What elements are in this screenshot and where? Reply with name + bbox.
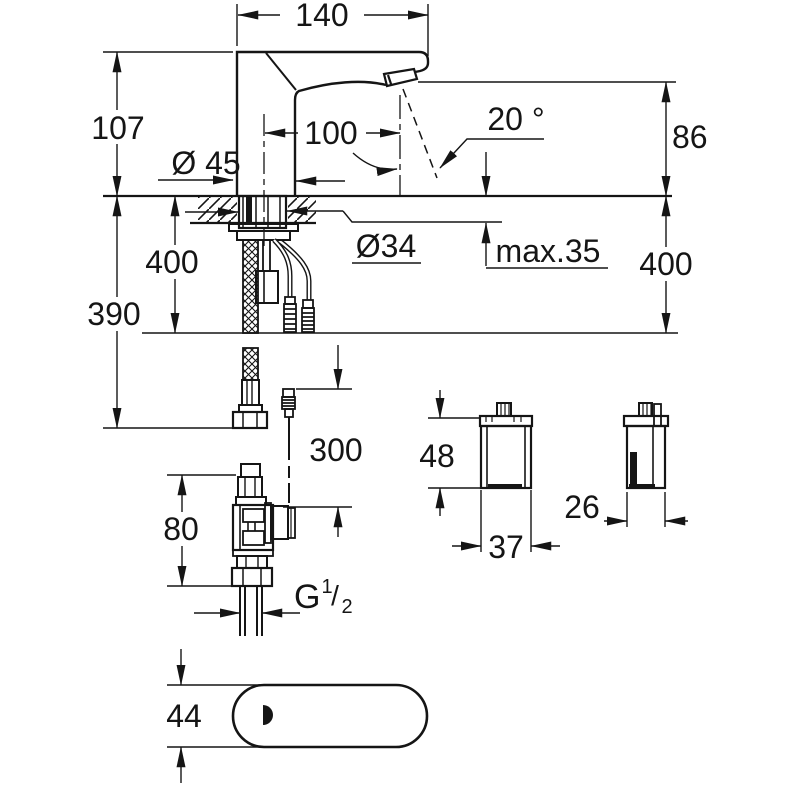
solenoid — [264, 502, 296, 544]
max-35-label: max.35 — [496, 233, 601, 269]
dim-86-label: 86 — [672, 119, 708, 155]
connector-stub-side — [638, 402, 653, 417]
dim-44-label: 44 — [166, 698, 202, 734]
dimension-annotations — [103, 4, 688, 783]
dim-dia34 — [185, 206, 502, 264]
dim-80 — [167, 474, 236, 587]
dim-max35 — [481, 152, 608, 269]
dim-48-label: 48 — [419, 438, 455, 474]
thread-slash-label: / — [331, 580, 339, 611]
cable-2-core — [280, 241, 311, 300]
dia-34-label: Ø34 — [356, 228, 416, 264]
dim-400-right-label: 400 — [639, 246, 692, 282]
inline-box — [255, 270, 279, 304]
cable-plug-right — [301, 299, 315, 333]
angle-20 — [352, 138, 544, 177]
dim-107 — [103, 51, 233, 197]
dim-390-label: 390 — [87, 296, 140, 332]
faucet-nozzle — [382, 67, 419, 88]
faucet-side-view — [235, 50, 438, 246]
dim-400-left-label: 400 — [145, 244, 198, 280]
dim-26-label: 26 — [564, 489, 600, 525]
counter-hatch-left — [198, 197, 237, 223]
thread-g12-label: G 1 / 2 — [294, 576, 353, 618]
dim-26 — [604, 492, 688, 527]
supply-pipe — [239, 586, 263, 636]
thread-g-label: G — [294, 578, 320, 616]
dim-37 — [452, 490, 560, 552]
sensor-window — [263, 705, 273, 725]
solenoid-cable-plug — [281, 388, 296, 503]
battery-box-side — [622, 402, 670, 490]
dim-140-label: 140 — [295, 0, 348, 33]
braided-hose-lower — [242, 347, 259, 381]
spray-direction-dashed — [402, 88, 438, 179]
dim-100-label: 100 — [304, 115, 357, 151]
thread-den-label: 2 — [341, 596, 352, 618]
hoses-and-cables — [103, 238, 678, 430]
dim-44 — [167, 649, 266, 783]
dim-48 — [428, 390, 480, 516]
shank-thread-bar — [246, 196, 252, 225]
dim-140 — [236, 4, 429, 56]
dimension-labels: 140 107 Ø 45 100 20 ° 86 Ø34 max.35 400 … — [87, 0, 707, 734]
dim-80-label: 80 — [163, 511, 199, 547]
thread-num-label: 1 — [321, 576, 332, 598]
faucet-outline — [235, 50, 430, 196]
faucet-body-crease — [265, 52, 297, 91]
countertop-section — [103, 194, 672, 225]
battery-box-front — [478, 402, 534, 490]
dim-300 — [283, 345, 352, 537]
dim-86 — [418, 81, 676, 197]
mounting-shank — [228, 194, 299, 241]
counter-hatch-right — [288, 197, 316, 223]
angle-valve-assembly — [230, 388, 296, 636]
box-body-front — [479, 424, 533, 490]
shank-body — [237, 194, 288, 230]
cable-1-core — [273, 239, 292, 297]
base-outline — [231, 683, 429, 749]
angle-20-label: 20 ° — [487, 101, 544, 137]
dia-45-label: Ø 45 — [171, 145, 240, 181]
dim-300-label: 300 — [309, 432, 362, 468]
dim-37-label: 37 — [488, 529, 524, 565]
hose-end-fitting — [231, 379, 269, 430]
faucet-spout-underside — [293, 80, 387, 196]
base-plan-view — [231, 683, 429, 749]
dim-dia45 — [158, 175, 345, 186]
shank-tubes — [242, 196, 281, 228]
box-cap-front — [478, 414, 534, 428]
cable-plug-left — [283, 296, 297, 333]
inner-tube — [262, 240, 271, 271]
dim-107-label: 107 — [91, 110, 144, 146]
